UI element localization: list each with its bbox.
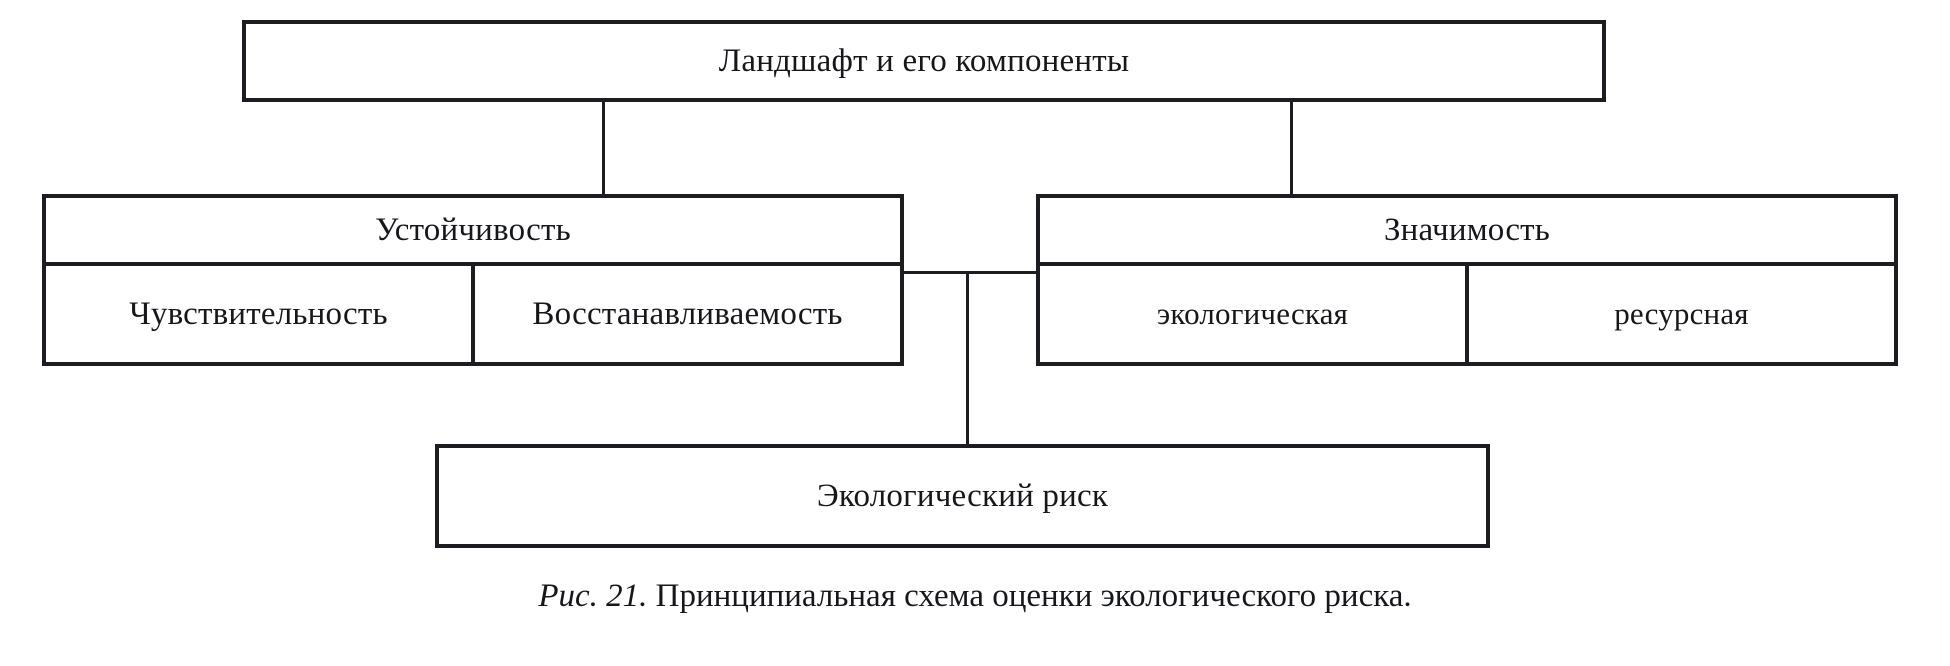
group-stability-header: Устойчивость (46, 198, 900, 266)
node-resource: ресурсная (1465, 266, 1894, 362)
node-sensitivity-label: Чувствительность (129, 295, 388, 332)
group-significance-header-label: Значимость (1383, 211, 1551, 248)
connector-root-to-stability (602, 102, 605, 196)
node-root-label: Ландшафт и его компоненты (718, 42, 1130, 79)
node-resource-label: ресурсная (1614, 295, 1749, 331)
group-significance-body: экологическая ресурсная (1040, 266, 1894, 362)
group-significance: Значимость экологическая ресурсная (1036, 194, 1898, 366)
figure-caption-text: Принципиальная схема оценки экологическо… (655, 578, 1412, 614)
node-ecological: экологическая (1040, 266, 1465, 362)
group-stability-body: Чувствительность Восстанавливаемость (46, 266, 900, 362)
group-stability-header-label: Устойчивость (375, 211, 571, 248)
node-outcome: Экологический риск (435, 444, 1490, 548)
node-outcome-label: Экологический риск (816, 477, 1109, 514)
figure-caption: Рис. 21. Принципиальная схема оценки эко… (0, 578, 1950, 615)
group-significance-header: Значимость (1040, 198, 1894, 266)
group-stability: Устойчивость Чувствительность Восстанавл… (42, 194, 904, 366)
connector-root-to-significance (1290, 102, 1293, 196)
figure-number: Рис. 21. (538, 578, 648, 614)
node-recoverability: Восстанавливаемость (471, 266, 900, 362)
node-recoverability-label: Восстанавливаемость (532, 295, 843, 332)
connector-groups-tie (900, 271, 1040, 274)
connector-groups-to-outcome (966, 271, 969, 448)
node-root: Ландшафт и его компоненты (242, 20, 1606, 102)
node-sensitivity: Чувствительность (46, 266, 471, 362)
node-ecological-label: экологическая (1156, 295, 1349, 331)
